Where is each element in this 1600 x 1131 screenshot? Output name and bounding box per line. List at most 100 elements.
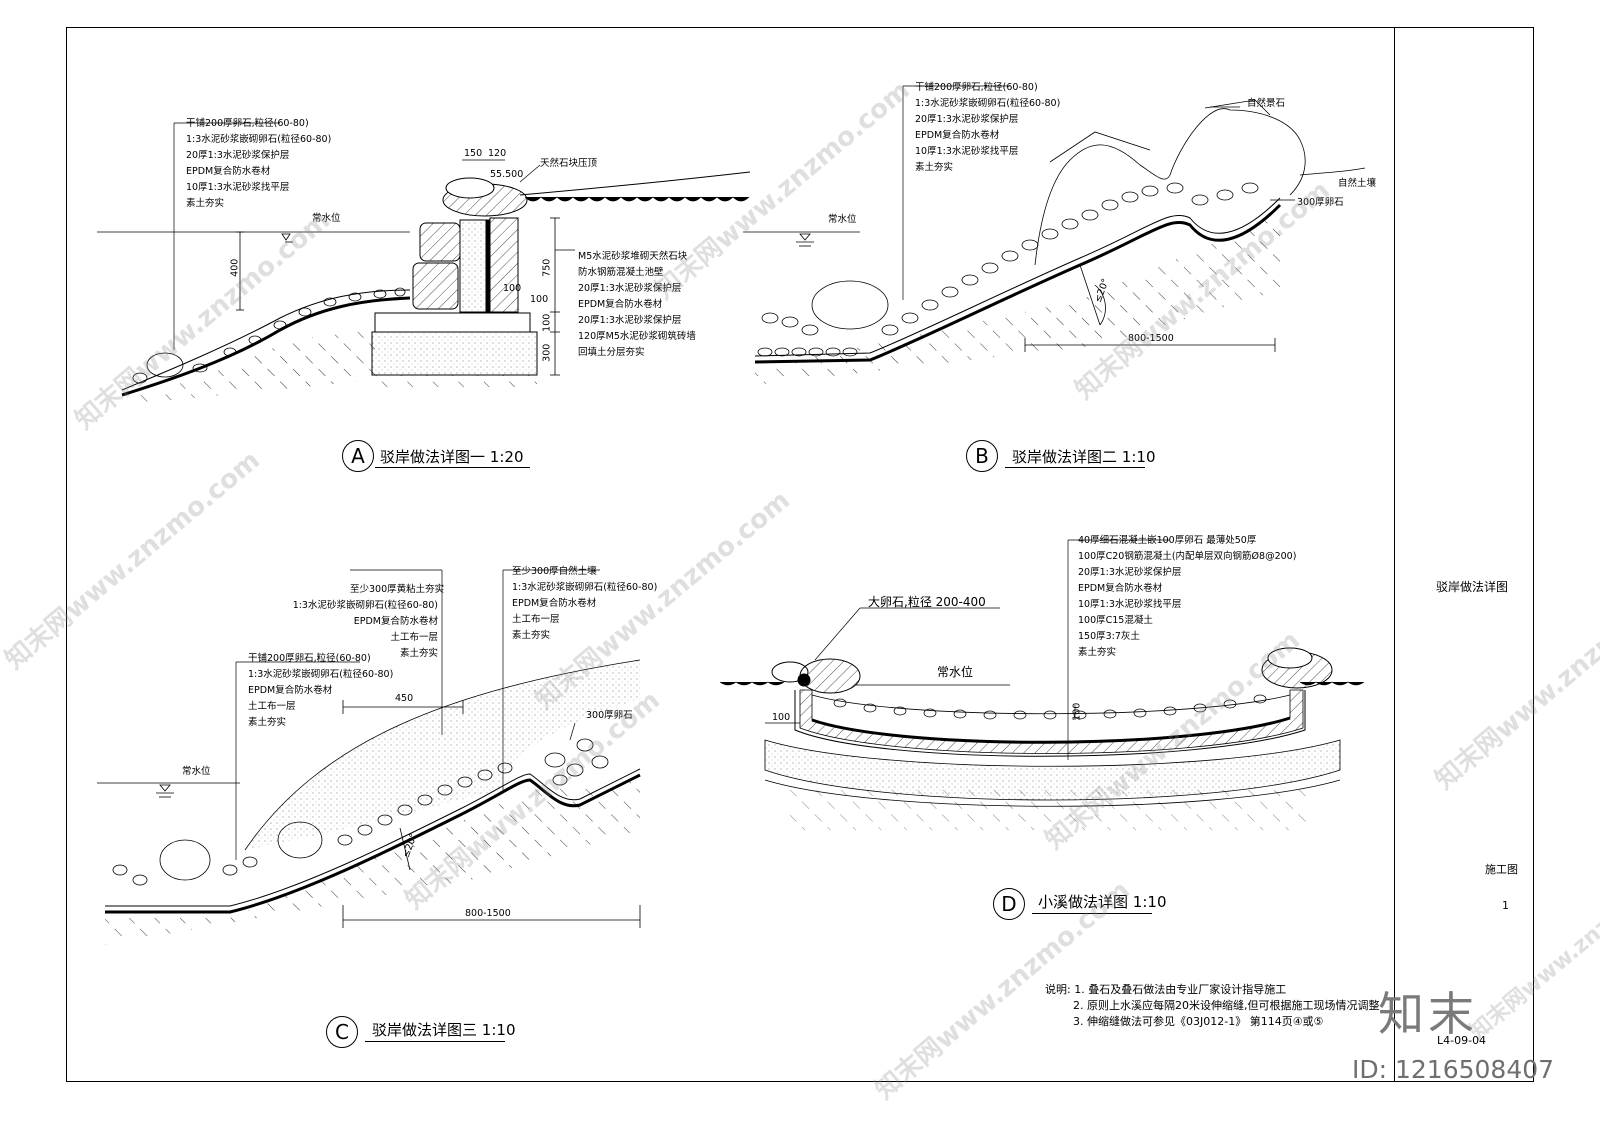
detail-d-drawing bbox=[719, 539, 1365, 830]
detail-b-title-text: 驳岸做法详图二 bbox=[1012, 448, 1118, 466]
layer-label: EPDM复合防水卷材 bbox=[353, 616, 438, 627]
detail-c-marker: C bbox=[326, 1016, 358, 1048]
layer-label: 10厚1:3水泥砂浆找平层 bbox=[915, 146, 1019, 157]
detail-a-drawing bbox=[97, 122, 751, 405]
detail-a-title: 驳岸做法详图一 1:20 bbox=[380, 446, 523, 467]
layer-label: 20厚1:3水泥砂浆保护层 bbox=[915, 114, 1019, 125]
layer-label: 100厚C20钢筋混凝土(内配单层双向钢筋Ø8@200) bbox=[1078, 551, 1297, 562]
title-block-divider bbox=[1394, 27, 1395, 1082]
detail-a-marker: A bbox=[342, 440, 374, 472]
layer-label: EPDM复合防水卷材 bbox=[915, 130, 1000, 141]
dim-label: 100 bbox=[541, 313, 553, 332]
dim-label: 400 bbox=[229, 258, 241, 277]
title-underline bbox=[375, 467, 530, 468]
layer-label: M5水泥砂浆堆砌天然石块 bbox=[578, 251, 688, 262]
dim-label: 150 bbox=[464, 148, 483, 159]
title-underline bbox=[1005, 467, 1145, 468]
dim-label: 120 bbox=[488, 148, 507, 159]
dim-label: 800-1500 bbox=[1128, 333, 1174, 344]
dim-label: 100 bbox=[772, 712, 791, 723]
layer-label: 1:3水泥砂浆嵌砌卵石(粒径60-80) bbox=[248, 669, 394, 680]
layer-label: 素土夯实 bbox=[512, 630, 551, 641]
layer-label: 10厚1:3水泥砂浆找平层 bbox=[1078, 599, 1182, 610]
layer-label: 150厚3:7灰土 bbox=[1078, 631, 1140, 642]
layer-label: 1:3水泥砂浆嵌砌卵石(粒径60-80) bbox=[292, 600, 438, 611]
layer-label: EPDM复合防水卷材 bbox=[578, 299, 663, 310]
detail-d-marker: D bbox=[993, 888, 1025, 920]
dim-label: 450 bbox=[395, 693, 414, 704]
sheet-title: 驳岸做法详图 bbox=[1436, 580, 1509, 594]
dim-label: 100 bbox=[503, 283, 522, 294]
layer-label: EPDM复合防水卷材 bbox=[248, 685, 333, 696]
dim-label: 100 bbox=[1071, 702, 1083, 721]
note-line-3: 3. 伸缩缝做法可参见《03J012-1》 第114页④或⑤ bbox=[1045, 1014, 1379, 1030]
layer-label: 20厚1:3水泥砂浆保护层 bbox=[578, 283, 682, 294]
detail-b-marker: B bbox=[966, 440, 998, 472]
dim-label: 750 bbox=[541, 258, 553, 277]
layer-label: 20厚1:3水泥砂浆保护层 bbox=[1078, 567, 1182, 578]
layer-label: EPDM复合防水卷材 bbox=[186, 166, 271, 177]
detail-b-title: 驳岸做法详图二 1:10 bbox=[1012, 446, 1155, 467]
notes-prefix: 说明: bbox=[1045, 983, 1071, 996]
asset-id: ID: 1216508407 bbox=[1352, 1055, 1555, 1084]
layer-label: 100厚C15混凝土 bbox=[1078, 615, 1153, 626]
detail-c-title: 驳岸做法详图三 1:10 bbox=[372, 1019, 515, 1040]
note-line-1: 说明: 1. 叠石及叠石做法由专业厂家设计指导施工 bbox=[1045, 982, 1379, 998]
layer-label: EPDM复合防水卷材 bbox=[512, 598, 597, 609]
detail-d-title-text: 小溪做法详图 bbox=[1038, 893, 1129, 911]
general-notes: 说明: 1. 叠石及叠石做法由专业厂家设计指导施工 2. 原则上水溪应每隔20米… bbox=[1045, 982, 1379, 1030]
layer-label: 20厚1:3水泥砂浆保护层 bbox=[186, 150, 290, 161]
note-item: 3. 伸缩缝做法可参见《03J012-1》 第114页④或⑤ bbox=[1073, 1015, 1324, 1028]
layer-label: 至少300厚黄粘土夯实 bbox=[350, 584, 445, 595]
boulder-label: 大卵石,粒径 200-400 bbox=[868, 595, 986, 609]
layer-label: 干铺200厚卵石,粒径(60-80) bbox=[248, 653, 371, 664]
detail-d-scale: 1:10 bbox=[1132, 893, 1167, 911]
dim-label: 800-1500 bbox=[465, 908, 511, 919]
elevation-label: 55.500 bbox=[490, 169, 524, 180]
detail-b-scale: 1:10 bbox=[1121, 448, 1156, 466]
brand-logo: 知末 bbox=[1378, 987, 1478, 1041]
soil-label: 自然土壤 bbox=[1338, 178, 1377, 189]
layer-label: 土工布一层 bbox=[390, 632, 438, 643]
layer-label: 干铺200厚卵石,粒径(60-80) bbox=[186, 118, 309, 129]
page-number: 1 bbox=[1502, 899, 1509, 912]
layer-label: 干铺200厚卵石,粒径(60-80) bbox=[915, 82, 1038, 93]
water-level-label: 常水位 bbox=[312, 213, 341, 224]
detail-c-scale: 1:10 bbox=[481, 1021, 516, 1039]
water-level-label: 常水位 bbox=[937, 665, 974, 679]
layer-label: 10厚1:3水泥砂浆找平层 bbox=[186, 182, 290, 193]
layer-label: 40厚细石混凝土嵌100厚卵石 最薄处50厚 bbox=[1078, 535, 1257, 546]
layer-label: 1:3水泥砂浆嵌砌卵石(粒径60-80) bbox=[915, 98, 1061, 109]
layer-label: 素土夯实 bbox=[1078, 647, 1117, 658]
detail-c-title-text: 驳岸做法详图三 bbox=[372, 1021, 478, 1039]
layer-label: 素土夯实 bbox=[399, 648, 438, 659]
drawing-frame bbox=[66, 27, 1534, 1082]
note-line-2: 2. 原则上水溪应每隔20米设伸缩缝,但可根据施工现场情况调整 bbox=[1045, 998, 1379, 1014]
dim-label: 300 bbox=[541, 343, 553, 362]
detail-a-scale: 1:20 bbox=[489, 448, 524, 466]
title-underline bbox=[365, 1041, 505, 1042]
layer-label: 回填土分层夯实 bbox=[578, 347, 645, 358]
layer-label: 1:3水泥砂浆嵌砌卵石(粒径60-80) bbox=[512, 582, 658, 593]
layer-label: EPDM复合防水卷材 bbox=[1078, 583, 1163, 594]
detail-d-title: 小溪做法详图 1:10 bbox=[1038, 891, 1166, 912]
detail-a-title-text: 驳岸做法详图一 bbox=[380, 448, 486, 466]
drawing-stage: 施工图 bbox=[1485, 863, 1518, 876]
water-level-label: 常水位 bbox=[182, 766, 211, 777]
layer-label: 素土夯实 bbox=[248, 717, 287, 728]
layer-label: 土工布一层 bbox=[248, 701, 296, 712]
layer-label: 防水钢筋混凝土池壁 bbox=[578, 267, 664, 278]
title-underline bbox=[1032, 913, 1152, 914]
rock-label: 自然景石 bbox=[1247, 98, 1286, 109]
top-stone-label: 天然石块压顶 bbox=[540, 158, 598, 169]
layer-label: 1:3水泥砂浆嵌砌卵石(粒径60-80) bbox=[186, 134, 332, 145]
water-level-label: 常水位 bbox=[828, 214, 857, 225]
dim-label: 100 bbox=[530, 294, 549, 305]
layer-label: 土工布一层 bbox=[512, 614, 560, 625]
note-item: 2. 原则上水溪应每隔20米设伸缩缝,但可根据施工现场情况调整 bbox=[1073, 999, 1380, 1012]
layer-label: 120厚M5水泥砂浆砌筑砖墙 bbox=[578, 331, 696, 342]
note-item: 1. 叠石及叠石做法由专业厂家设计指导施工 bbox=[1074, 983, 1287, 996]
detail-b-drawing bbox=[743, 85, 1366, 385]
layer-label: 至少300厚自然土壤 bbox=[512, 566, 597, 577]
